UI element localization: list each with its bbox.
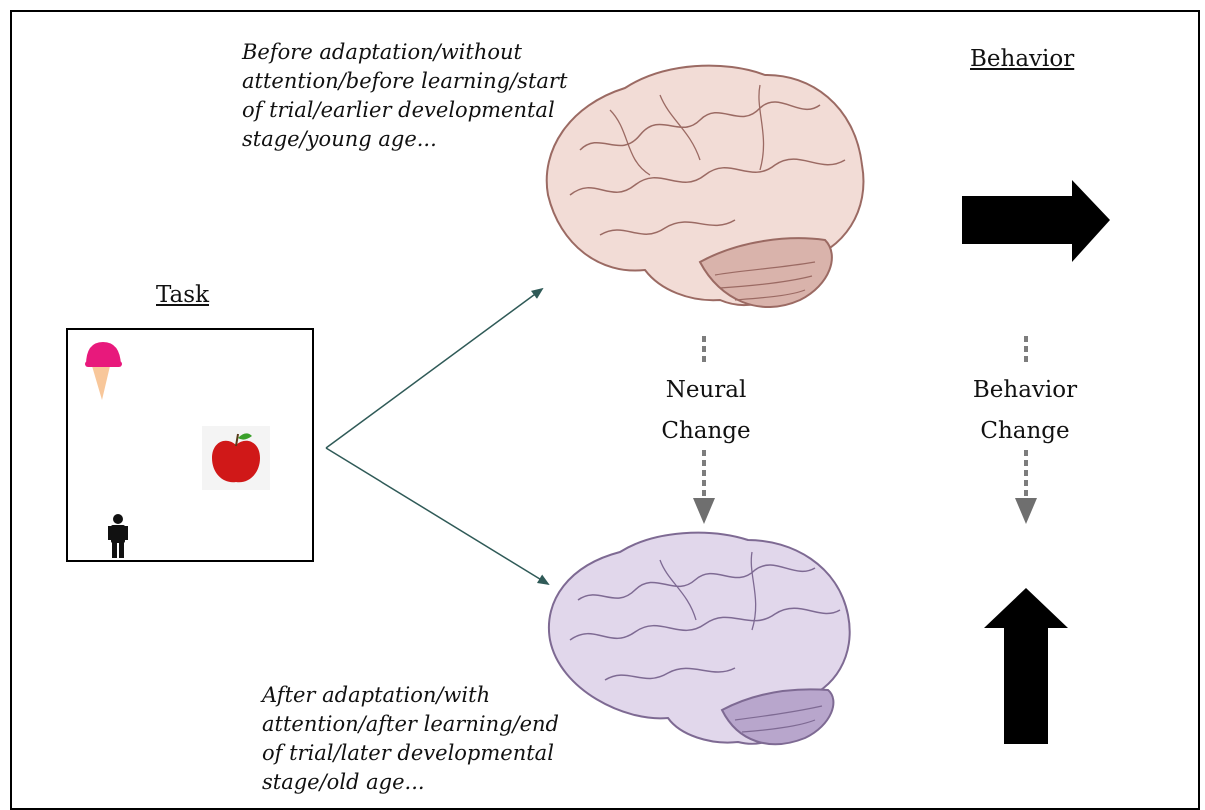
behavior-heading: Behavior (970, 46, 1075, 72)
neural-change-line: Neural (665, 377, 747, 403)
before-caption-line: stage/young age... (242, 127, 437, 151)
before-caption: Before adaptation/without attention/befo… (242, 38, 567, 154)
after-caption-line: attention/after learning/end (262, 712, 560, 736)
before-caption-line: attention/before learning/start (242, 69, 568, 93)
behavior-right-arrow (962, 180, 1110, 262)
behavior-change-line: Behavior (972, 377, 1078, 403)
ice-cream-icon (85, 342, 122, 400)
after-caption-line: stage/old age... (262, 770, 425, 794)
apple-icon (202, 426, 270, 490)
after-caption-line: of trial/later developmental (262, 741, 554, 765)
brain-after-icon (547, 531, 851, 746)
arrow-to-before-brain (325, 287, 544, 449)
task-scene (85, 342, 270, 558)
before-caption-line: Before adaptation/without (242, 40, 522, 64)
behavior-change-label: Behavior Change (955, 370, 1095, 452)
task-heading: Task (156, 282, 210, 308)
brain-before-icon (545, 64, 865, 308)
person-icon (108, 514, 128, 558)
before-caption-line: of trial/earlier developmental (242, 98, 555, 122)
behavior-up-arrow (984, 588, 1068, 744)
neural-change-arrow (693, 336, 715, 524)
neural-change-line: Change (661, 418, 751, 444)
behavior-change-arrow (1015, 336, 1037, 524)
task-to-brain-arrows (325, 287, 550, 586)
arrow-to-after-brain (325, 447, 550, 586)
after-caption-line: After adaptation/with (262, 683, 491, 707)
behavior-change-line: Change (980, 418, 1070, 444)
task-box (66, 328, 314, 562)
after-caption: After adaptation/with attention/after le… (262, 681, 559, 797)
neural-change-label: Neural Change (641, 370, 771, 452)
